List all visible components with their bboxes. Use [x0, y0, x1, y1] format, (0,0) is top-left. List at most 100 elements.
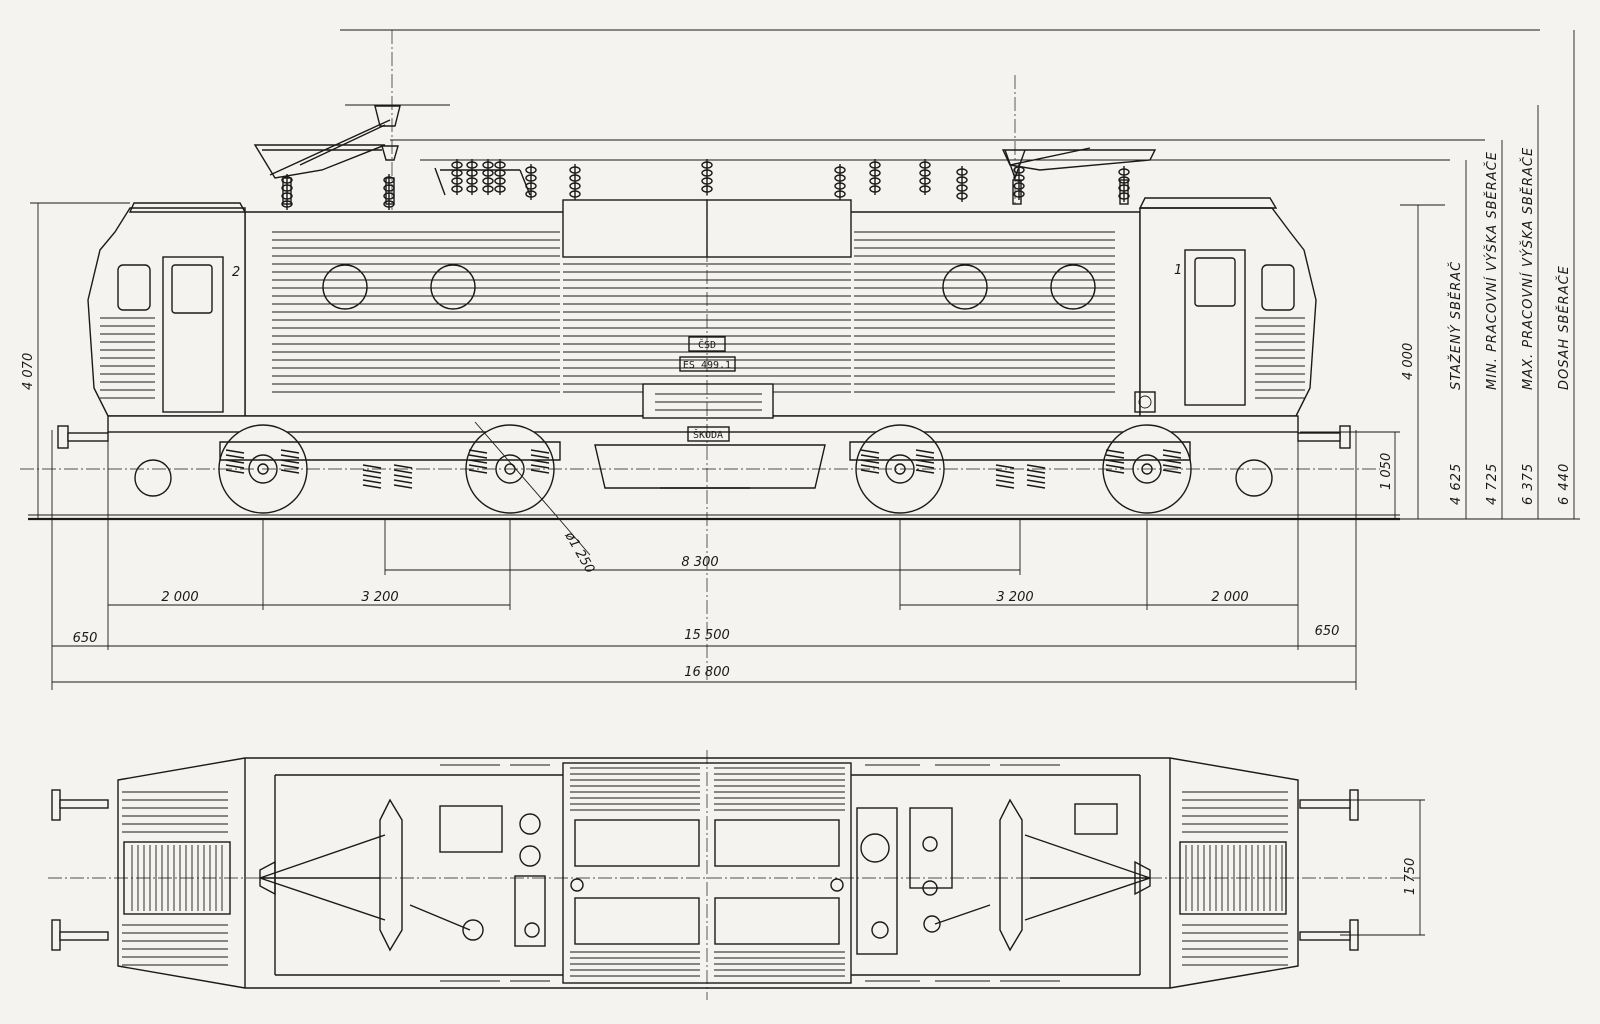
spring-coil — [225, 464, 245, 469]
spring-coil — [225, 454, 245, 459]
spring-coil — [225, 459, 245, 464]
spring-coil — [915, 459, 935, 464]
dim-end-right-text: 2 000 — [1211, 590, 1248, 605]
plan-grille-left — [123, 841, 231, 915]
spring-coil — [280, 469, 300, 474]
porthole-1 — [322, 264, 368, 310]
spring-coil — [1105, 464, 1125, 469]
spring-coil — [393, 484, 413, 489]
pantograph-height-label: DOSAH SBĚRAČE — [1556, 265, 1572, 390]
cab-window-left — [117, 264, 151, 311]
dim-wheelbase-left-text: 3 200 — [361, 590, 398, 605]
plan-louvers — [122, 764, 1288, 982]
dim-end-left-text: 2 000 — [161, 590, 198, 605]
spring-coil — [393, 474, 413, 479]
pantograph-height-label: MAX. PRACOVNÍ VÝŠKA SBĚRAČE — [1520, 147, 1536, 390]
dim-overhang-left-text: 650 — [73, 631, 98, 646]
spring-coil — [1162, 449, 1182, 454]
spring-coil — [1162, 464, 1182, 469]
porthole-3 — [942, 264, 988, 310]
skoda-emblem — [1134, 391, 1156, 413]
spring-coil — [468, 464, 488, 469]
pantograph-height-value: 6 440 — [1557, 463, 1572, 505]
spring-coil — [468, 454, 488, 459]
plan-pantograph-right — [999, 798, 1151, 952]
plan-pantograph-left — [259, 798, 403, 952]
spring-coil — [995, 479, 1015, 484]
spring-coil — [225, 469, 245, 474]
spring-coil — [860, 449, 880, 454]
pantograph-right — [1001, 147, 1157, 205]
side-elevation: 2 1 ČSD ES 499.1 ŠKODA — [20, 29, 1540, 680]
spring-coil — [1162, 469, 1182, 474]
spring-coil — [530, 449, 550, 454]
dim-wheelbase-right-text: 3 200 — [996, 590, 1033, 605]
spring-coil — [860, 454, 880, 459]
spring-coil — [468, 449, 488, 454]
cab-left — [87, 207, 246, 417]
spring-coil — [915, 469, 935, 474]
spring-coil — [1026, 469, 1046, 474]
spring-coil — [915, 454, 935, 459]
pantograph-height-label: MIN. PRACOVNÍ VÝŠKA SBĚRAČE — [1484, 151, 1500, 390]
spring-coil — [280, 449, 300, 454]
spring-coil — [915, 449, 935, 454]
spring-coil — [362, 479, 382, 484]
spring-coil — [362, 474, 382, 479]
spring-coil — [280, 454, 300, 459]
cab-door-right — [1184, 249, 1246, 406]
spring-coil — [1026, 474, 1046, 479]
spring-coil — [225, 449, 245, 454]
spring-coil — [530, 469, 550, 474]
dim-overall-length-text: 16 800 — [684, 665, 730, 680]
porthole-2 — [430, 264, 476, 310]
pantograph-left — [253, 30, 401, 210]
bogie-left — [219, 441, 561, 461]
bogie-right — [849, 441, 1191, 461]
spring-coil — [393, 464, 413, 469]
spring-coil — [362, 484, 382, 489]
spring-coil — [1026, 484, 1046, 489]
spring-coil — [530, 454, 550, 459]
spring-coil — [1105, 459, 1125, 464]
spring-coil — [362, 469, 382, 474]
spring-coil — [280, 459, 300, 464]
center-tank — [594, 444, 826, 489]
dim-body-length-text: 15 500 — [684, 628, 730, 643]
plan-roof-equipment — [409, 803, 1118, 955]
cab-right — [1139, 207, 1317, 417]
cab-number-2: 2 — [232, 265, 240, 280]
spring-coil — [860, 459, 880, 464]
spring-coil — [280, 464, 300, 469]
maker-plate — [687, 426, 730, 442]
spring-coil — [995, 464, 1015, 469]
class-plate — [679, 356, 736, 372]
buffers-right — [1297, 425, 1351, 449]
spring-coil — [1105, 449, 1125, 454]
maker-mark: ŠKODA — [693, 428, 723, 441]
spring-coil — [530, 464, 550, 469]
spring-coil — [995, 484, 1015, 489]
spring-coil — [362, 464, 382, 469]
dim-track-gauge-text: 1 750 — [1403, 858, 1418, 895]
spring-coil — [468, 469, 488, 474]
side-grille — [642, 383, 774, 419]
porthole-4 — [1050, 264, 1096, 310]
spring-coil — [860, 464, 880, 469]
pantograph-height-value: 4 625 — [1449, 463, 1464, 505]
springs — [225, 449, 1182, 489]
spring-coil — [393, 479, 413, 484]
pantograph-height-label: STAŽENÝ SBĚRAČ — [1448, 261, 1464, 390]
buffers-left — [57, 425, 109, 449]
spring-coil — [1162, 459, 1182, 464]
spring-coil — [1105, 454, 1125, 459]
cab-window-right — [1261, 264, 1295, 311]
spring-coil — [1162, 454, 1182, 459]
dim-roof-height-text: 4 000 — [1401, 343, 1416, 380]
spring-coil — [393, 469, 413, 474]
roof-insulators — [281, 159, 1130, 210]
dim-wheel-diameter-text: ø1 250 — [561, 529, 597, 576]
spring-coil — [530, 459, 550, 464]
